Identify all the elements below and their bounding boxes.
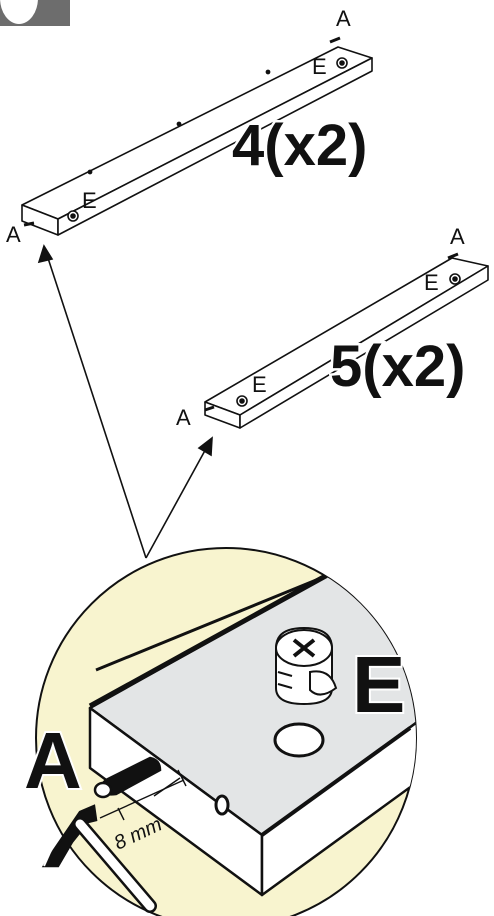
detail-board [88,558,416,897]
arrowhead-icon [197,436,213,457]
cam-lock-hole-icon [273,722,325,758]
dowel-pin-detail-icon [93,756,162,799]
dot-hole [176,121,182,127]
depth-dimension [99,769,187,821]
cam-lock-fitting-icon [275,626,338,706]
panel-part-4 [21,36,373,236]
part-5-label: 5(x2) [330,334,465,399]
part-5-a-right-label: A [450,224,465,249]
part-4-e-right-label: E [312,54,327,79]
dowel-pin-icon [204,405,215,412]
dowel-label: A [24,716,82,805]
part-5-e-left-label: E [252,372,267,397]
dowel-pin-icon [447,252,459,260]
step-badge [0,0,70,26]
panel-part-5 [204,252,489,429]
arrowhead-icon [37,244,54,264]
part-4-label: 4(x2) [232,113,367,178]
part-4-a-right-label: A [336,6,351,31]
dot-hole [265,69,271,75]
part-4-e-left-label: E [82,188,97,213]
dowel-pin-icon [23,221,35,227]
part-4-a-left-label: A [6,222,21,247]
cam-lock-label: E [352,640,405,729]
pointer-arrows [37,244,213,559]
dowel-pin-icon [329,36,341,44]
dowel-hole-icon [214,794,230,816]
part-5-a-left-label: A [176,405,191,430]
part-5-e-right-label: E [424,270,439,295]
hammer-icon [41,804,157,913]
dot-hole [87,169,93,175]
